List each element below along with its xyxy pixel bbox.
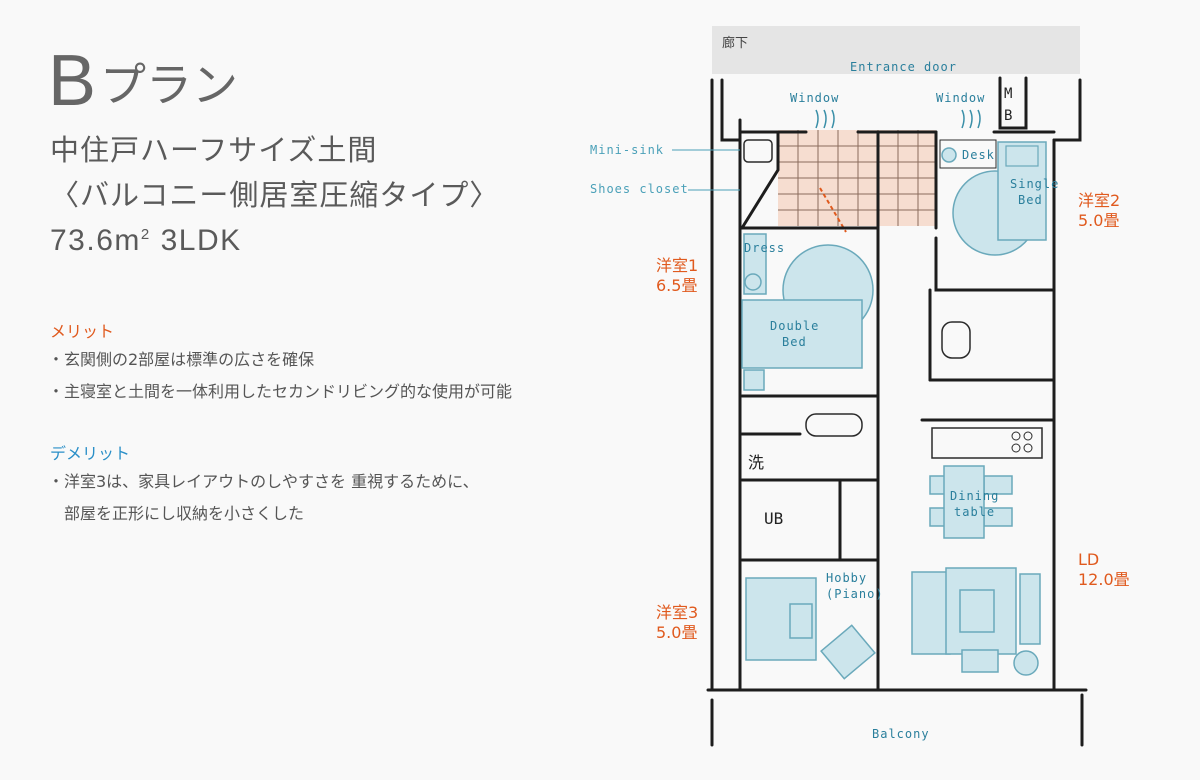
area-value: 73.6m (50, 224, 141, 257)
room2-label: 洋室2 5.0畳 (1078, 191, 1120, 231)
entrance-door-label: Entrance door (850, 60, 957, 74)
nightstand (743, 369, 765, 391)
room3-size: 5.0畳 (656, 623, 698, 642)
kitchen-counter (931, 427, 1043, 459)
room3-name: 洋室3 (656, 603, 699, 622)
side-table (961, 649, 999, 673)
double-bed-label-2: Bed (782, 335, 807, 349)
armchair (820, 624, 876, 680)
sofa-left (911, 571, 951, 655)
merit-heading: メリット (50, 322, 115, 341)
merit-list: ・玄関側の2部屋は標準の広さを確保 ・主寝室と土間を一体利用したセカンドリビング… (48, 344, 512, 408)
coffee-table (959, 589, 995, 633)
piano (745, 577, 817, 661)
flow-arrow (819, 187, 847, 233)
washbasin (805, 413, 863, 437)
plant (1013, 650, 1039, 676)
hobby-label: Hobby (826, 571, 867, 585)
room3-label: 洋室3 5.0畳 (656, 603, 698, 643)
tv-board (1019, 573, 1041, 645)
window-right-label: Window (936, 91, 985, 105)
living-rug (945, 567, 1017, 655)
outer-walls (706, 76, 1088, 747)
desk-label: Desk (962, 148, 995, 162)
toilet (941, 321, 971, 359)
layout-type: 3LDK (160, 224, 242, 257)
subtitle-2: 〈バルコニー側居室圧縮タイプ〉 (50, 178, 500, 212)
merit-item-1: ・玄関側の2部屋は標準の広さを確保 (48, 350, 315, 369)
mini-sink (743, 139, 773, 163)
ld-name: LD (1078, 550, 1100, 569)
balcony-label: Balcony (872, 727, 930, 741)
wash-label: 洗 (748, 453, 764, 472)
single-bed-pillow (1005, 145, 1039, 167)
double-bed (741, 299, 863, 369)
single-bed (997, 141, 1047, 241)
dining-table (943, 465, 985, 539)
area-unit-sup: 2 (140, 226, 151, 243)
room2-size: 5.0畳 (1078, 211, 1120, 230)
corridor-label: 廊下 (722, 35, 748, 51)
plan-word: プラン (100, 58, 239, 112)
mb-label-m: M (1004, 86, 1012, 102)
shoes-closet-note: Shoes closet (590, 182, 689, 196)
dining-label-1: Dining (950, 489, 999, 503)
plan-letter: B (48, 41, 97, 121)
dining-label-2: table (954, 505, 995, 519)
note-leaders (672, 149, 740, 191)
desk (939, 139, 997, 169)
double-bed-label-1: Double (770, 319, 819, 333)
subtitle-1: 中住戸ハーフサイズ土間 (50, 133, 378, 167)
demerit-heading: デメリット (50, 444, 131, 463)
single-bed-label: Single (1010, 177, 1059, 191)
piano-label: (Piano) (826, 587, 884, 601)
ld-size: 12.0畳 (1078, 570, 1130, 589)
ub-label: UB (764, 509, 783, 528)
mini-sink-note: Mini-sink (590, 143, 665, 157)
stove-burners (1011, 431, 1033, 453)
floor-area: 73.6m2 3LDK (50, 224, 242, 258)
dresser-stool (744, 273, 762, 291)
merit-item-2: ・主寝室と土間を一体利用したセカンドリビング的な使用が可能 (48, 382, 513, 401)
interior-walls (740, 130, 1056, 692)
plan-title: Bプラン (48, 40, 238, 125)
room1-name: 洋室1 (656, 256, 699, 275)
window-marks (815, 109, 981, 129)
room1-label: 洋室1 6.5畳 (656, 256, 698, 296)
ld-label: LD 12.0畳 (1078, 550, 1130, 590)
window-left-label: Window (790, 91, 839, 105)
mb-label-b: B (1004, 108, 1012, 124)
demerit-item-1: ・洋室3は、家具レイアウトのしやすさを 重視するために、 (48, 472, 479, 491)
demerit-item-2: 部屋を正形にし収納を小さくした (48, 504, 305, 523)
corridor-band (712, 26, 1080, 74)
single-bed-label-2: Bed (1018, 193, 1043, 207)
desk-chair (941, 147, 957, 163)
piano-bench (789, 603, 813, 639)
room2-name: 洋室2 (1078, 191, 1121, 210)
dresser-label: Dress (744, 241, 785, 255)
demerit-list: ・洋室3は、家具レイアウトのしやすさを 重視するために、 部屋を正形にし収納を小… (48, 466, 479, 530)
room1-size: 6.5畳 (656, 276, 698, 295)
